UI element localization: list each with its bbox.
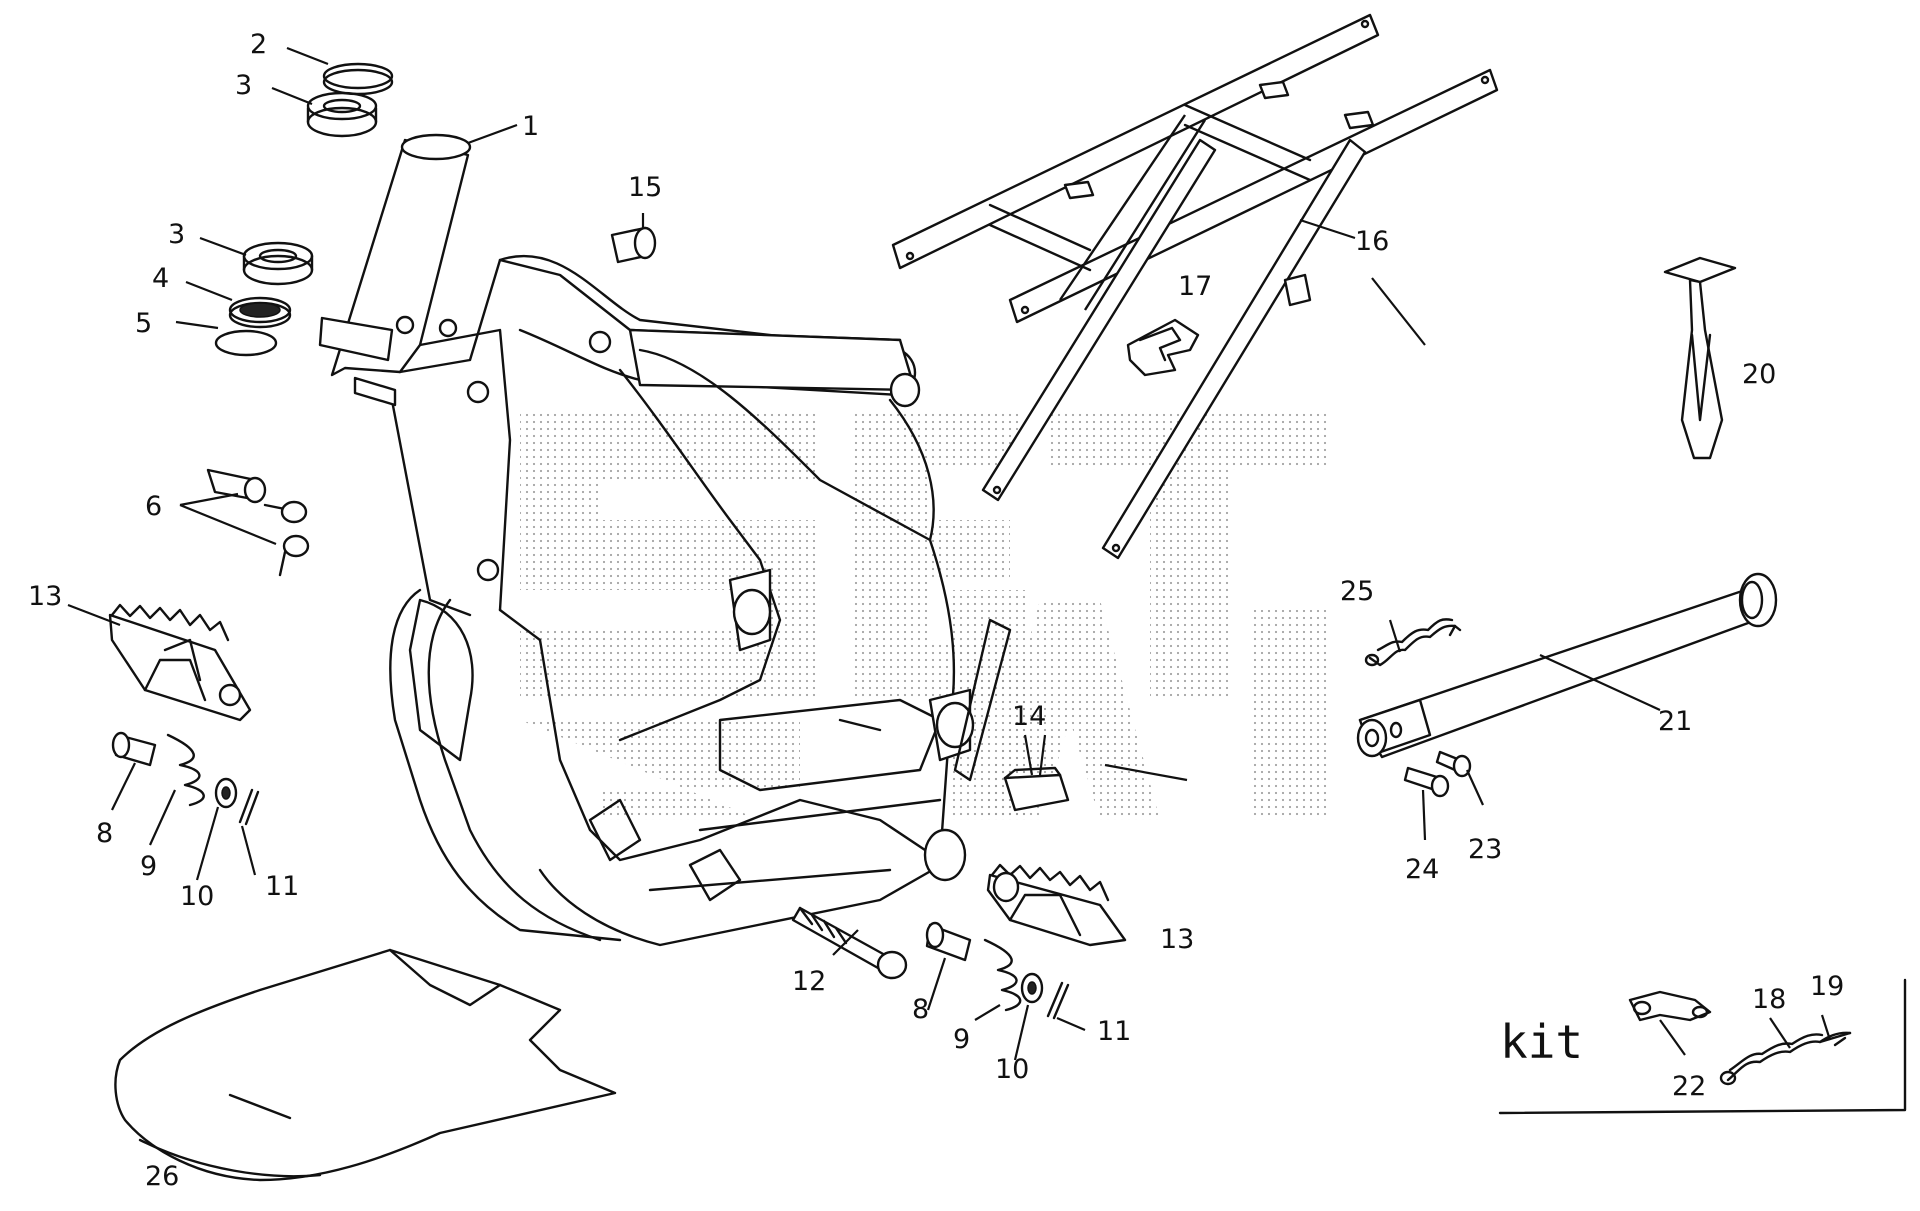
kit-label: kit xyxy=(1500,1015,1583,1069)
label-22: 22 xyxy=(1672,1071,1706,1102)
head-bearing-parts xyxy=(214,62,394,357)
label-8b: 8 xyxy=(912,994,929,1025)
label-6: 6 xyxy=(145,491,162,522)
label-26: 26 xyxy=(145,1161,179,1192)
part-labels: 1 2 3 3 4 5 6 13 8 9 10 11 12 8 9 10 11 … xyxy=(28,29,1844,1192)
tool-part-20 xyxy=(1663,256,1737,460)
label-20: 20 xyxy=(1742,359,1776,390)
label-25: 25 xyxy=(1340,576,1374,607)
label-8a: 8 xyxy=(96,818,113,849)
label-3b: 3 xyxy=(168,219,185,250)
label-1: 1 xyxy=(522,111,539,142)
label-13a: 13 xyxy=(28,581,62,612)
pad-part-14 xyxy=(1003,766,1070,812)
label-18: 18 xyxy=(1752,984,1786,1015)
label-13b: 13 xyxy=(1160,924,1194,955)
label-10b: 10 xyxy=(995,1054,1029,1085)
label-23: 23 xyxy=(1468,834,1502,865)
leader-lines xyxy=(67,46,1832,1061)
lock-part-6 xyxy=(206,468,310,577)
label-9a: 9 xyxy=(140,851,157,882)
bolt-parts-23-24 xyxy=(1403,750,1472,798)
label-3a: 3 xyxy=(235,70,252,101)
label-21: 21 xyxy=(1658,706,1692,737)
bolt-part-12 xyxy=(791,906,908,980)
label-4: 4 xyxy=(152,263,169,294)
footpeg-pin-set-right xyxy=(925,921,1070,1020)
sidestand-part-21 xyxy=(1356,572,1778,759)
footpeg-pin-set-left xyxy=(111,731,260,826)
label-2: 2 xyxy=(250,29,267,60)
label-11a: 11 xyxy=(265,871,299,902)
label-16: 16 xyxy=(1355,226,1389,257)
label-11b: 11 xyxy=(1097,1016,1131,1047)
label-12: 12 xyxy=(792,966,826,997)
subframe-part-16 xyxy=(891,13,1499,560)
frame-part-1 xyxy=(318,133,1012,947)
label-10a: 10 xyxy=(180,881,214,912)
label-14: 14 xyxy=(1012,701,1046,732)
label-15: 15 xyxy=(628,172,662,203)
footpeg-right-part-13 xyxy=(986,863,1127,947)
bushing-part-15 xyxy=(610,226,657,264)
spring-part-25 xyxy=(1364,618,1462,667)
label-5: 5 xyxy=(135,308,152,339)
footpeg-left-part-13 xyxy=(108,603,252,722)
skidplate-part-26 xyxy=(114,948,617,1182)
label-24: 24 xyxy=(1405,854,1439,885)
label-19: 19 xyxy=(1810,971,1844,1002)
label-9b: 9 xyxy=(953,1024,970,1055)
bracket-part-17 xyxy=(1126,318,1200,377)
label-17: 17 xyxy=(1178,271,1212,302)
